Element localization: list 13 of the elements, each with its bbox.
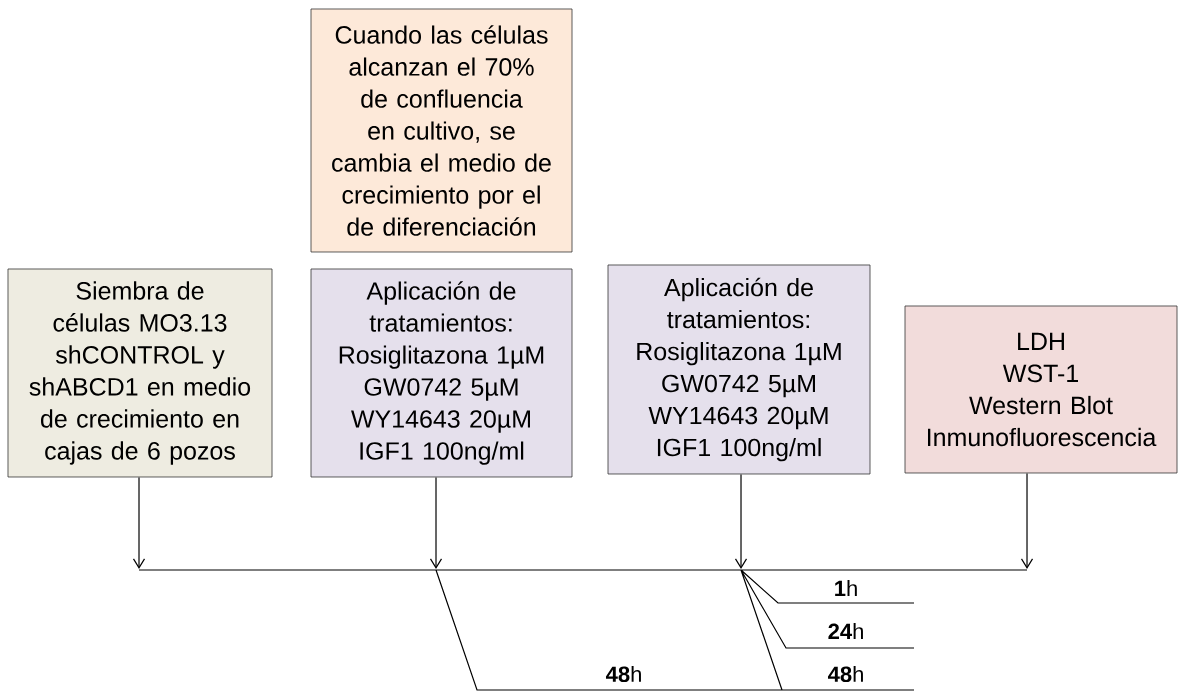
- step-box: Siembra de células MO3.13 shCONTROL y shABCD1 en medio de crecimiento en cajas de 6 pozos: [7, 268, 273, 478]
- arrow: [429, 476, 443, 569]
- step-box: Aplicación de tratamientos: Rosiglitazona 1µM GW0742 5µM WY14643 20µM IGF1 100ng/ml: [607, 264, 871, 475]
- step-box: Aplicación de tratamientos: Rosiglitazona 1µM GW0742 5µM WY14643 20µM IGF1 100ng/ml: [310, 268, 573, 478]
- duration-label: 48h: [606, 665, 641, 683]
- arrow: [132, 476, 146, 569]
- arrow: [734, 473, 748, 569]
- duration-label: 48h: [828, 665, 863, 683]
- duration-label: 1h: [835, 580, 857, 596]
- arrow: [1020, 472, 1034, 569]
- step-box: Cuando las células alcanzan el 70% de confluencia en cultivo, se cambia el medio de crecimiento por el de diferenciación: [310, 8, 573, 253]
- duration-label: 24h: [828, 623, 863, 639]
- step-box: LDH WST-1 Western Blot Inmunofluorescencia: [904, 305, 1178, 474]
